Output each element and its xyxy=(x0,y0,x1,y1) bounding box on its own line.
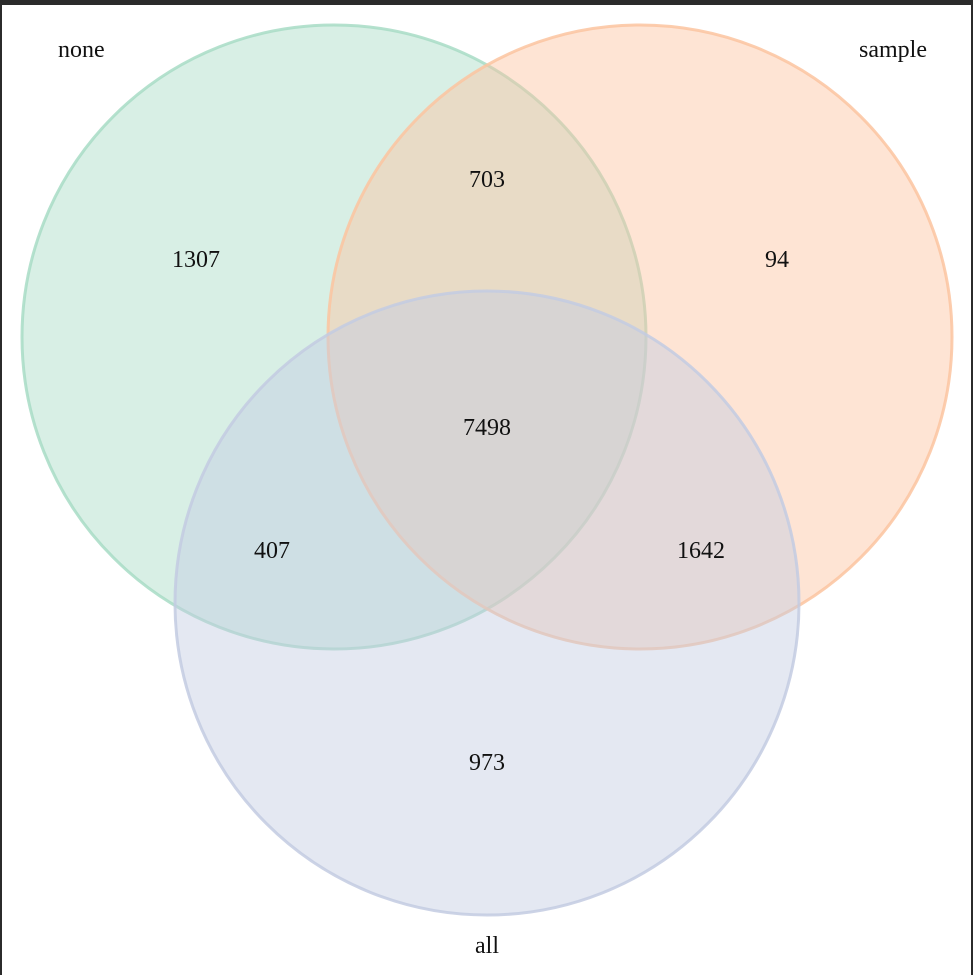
region-count-none-sample: 703 xyxy=(469,167,505,193)
set-label-sample: sample xyxy=(859,37,927,63)
region-count-none-only: 1307 xyxy=(172,247,220,273)
set-label-all: all xyxy=(475,933,499,959)
region-count-all-only: 973 xyxy=(469,750,505,776)
region-count-sample-only: 94 xyxy=(765,247,789,273)
set-circle-none xyxy=(20,23,648,651)
region-count-sample-all: 1642 xyxy=(677,538,725,564)
set-label-none: none xyxy=(58,37,105,63)
set-circle-sample xyxy=(326,23,954,651)
set-circle-all xyxy=(173,289,801,917)
region-count-all-three: 7498 xyxy=(463,415,511,441)
region-count-none-all: 407 xyxy=(254,538,290,564)
